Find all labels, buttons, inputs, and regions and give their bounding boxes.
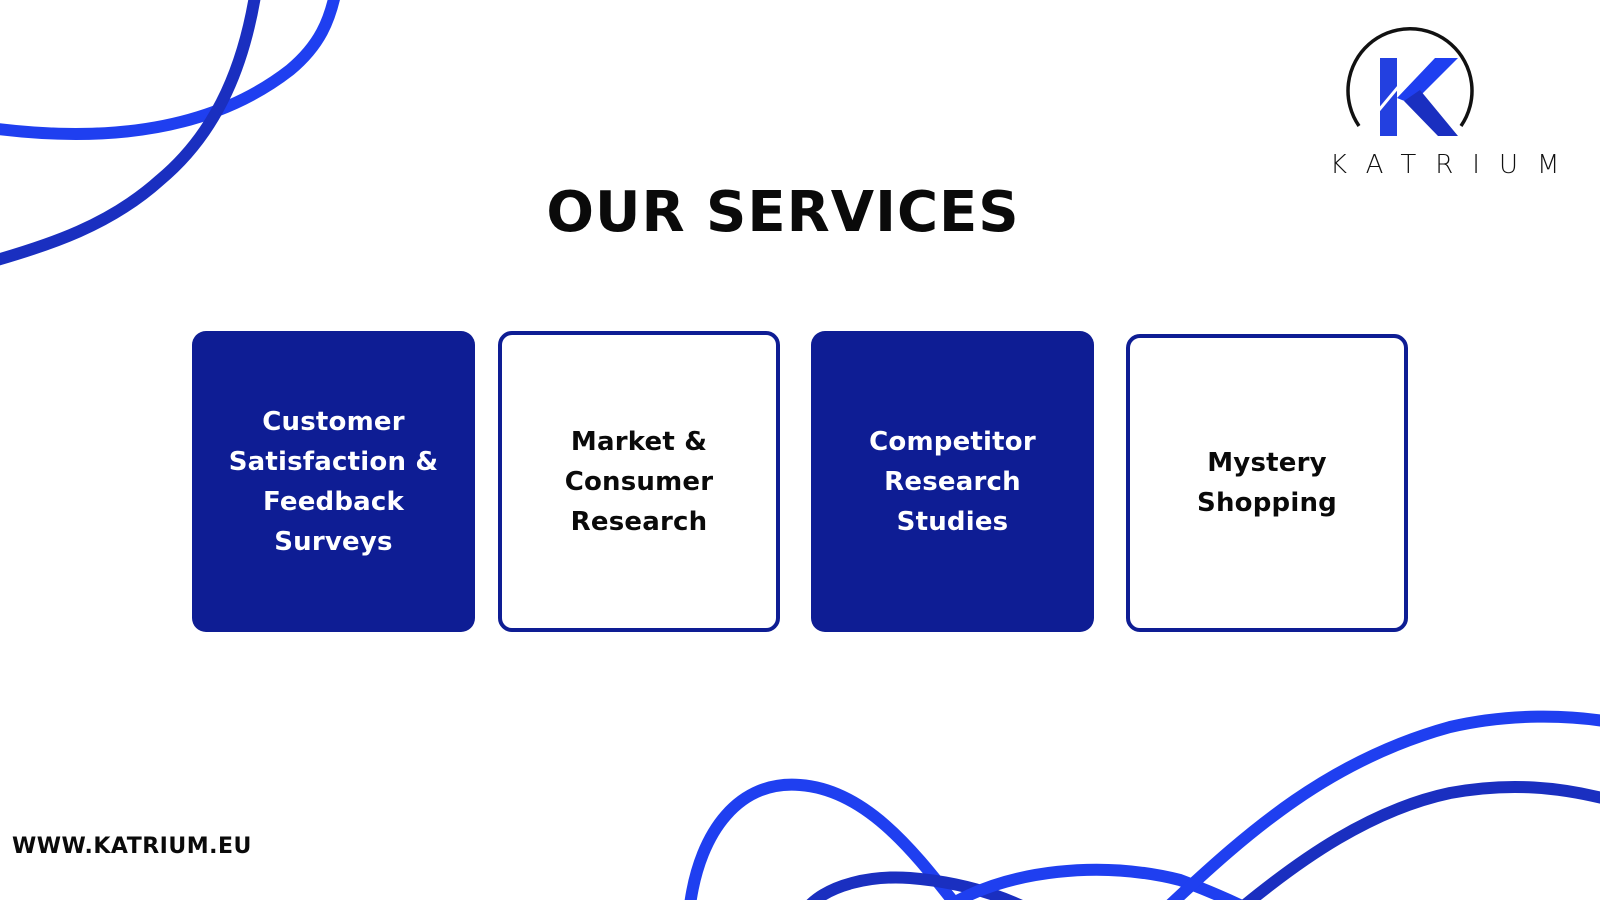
- service-card-label: Customer Satisfaction & Feedback Surveys: [228, 406, 439, 557]
- website-url: WWW.KATRIUM.EU: [12, 834, 252, 859]
- curve-bottom-bright-2: [946, 863, 1244, 900]
- logo-wordmark: KATRIUM: [1330, 150, 1579, 180]
- service-card-label: Competitor Research Studies: [869, 426, 1036, 537]
- service-card-customer-satisfaction: Customer Satisfaction & Feedback Surveys: [192, 331, 475, 632]
- logo-k-icon: [1346, 26, 1474, 136]
- curve-bottom-bright-1: [684, 778, 960, 900]
- curve-bottom-dark-2: [1241, 780, 1600, 900]
- service-card-mystery-shopping: Mystery Shopping: [1126, 334, 1408, 632]
- service-card-label: Mystery Shopping: [1197, 448, 1337, 518]
- curve-bottom-dark-1: [806, 871, 1023, 900]
- katrium-logo: KATRIUM: [1300, 18, 1579, 188]
- curve-top-left-bright: [0, 0, 340, 140]
- service-card-competitor-research: Competitor Research Studies: [811, 331, 1094, 632]
- page-title: OUR SERVICES: [546, 180, 1020, 245]
- curve-bottom-bright-3: [1166, 710, 1600, 900]
- service-card-market-consumer-research: Market & Consumer Research: [498, 331, 780, 632]
- service-card-label: Market & Consumer Research: [564, 426, 714, 537]
